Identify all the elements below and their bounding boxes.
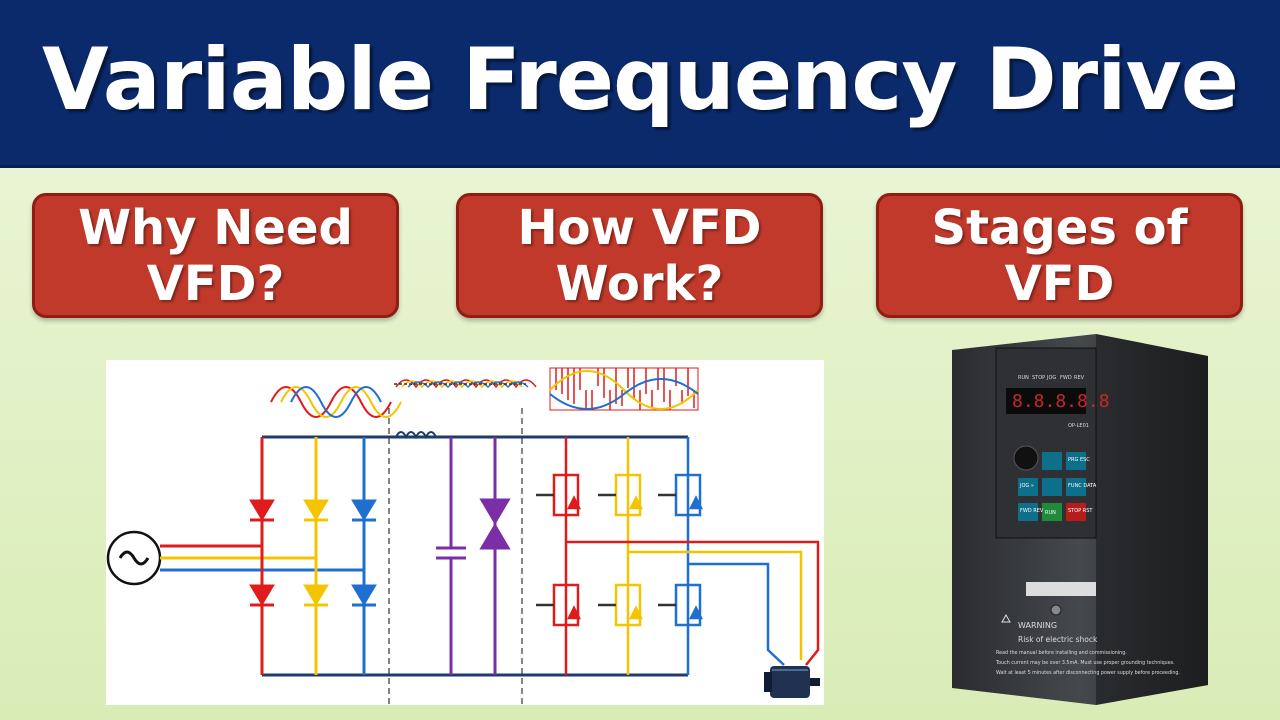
barcode-label [1026, 582, 1096, 596]
vfd-device-svg: 8.8.8.8.8 RUN STOP JOG FWD REV OP-LE01 P… [952, 334, 1208, 705]
warning-text: Risk of electric shock [1018, 635, 1098, 644]
vfd-device-image: 8.8.8.8.8 RUN STOP JOG FWD REV OP-LE01 P… [946, 330, 1216, 705]
pwm-waveform-icon [549, 367, 699, 411]
key-func-data[interactable]: FUNC DATA [1068, 483, 1097, 489]
circuit-svg [106, 367, 820, 705]
topic-label: How VFD Work? [517, 199, 762, 312]
led-display: 8.8.8.8.8 [1012, 391, 1110, 412]
indicator-run: RUN [1018, 375, 1029, 381]
key-stop-rst[interactable]: STOP RST [1068, 508, 1093, 514]
key-jog[interactable]: JOG » [1019, 483, 1034, 489]
key-fwd-rev[interactable]: FWD REV [1020, 508, 1044, 514]
warning-note: Wait at least 5 minutes after disconnect… [996, 670, 1180, 676]
indicator-stop: STOP [1032, 375, 1045, 381]
topic-label: Why Need VFD? [78, 199, 353, 312]
page-title: Variable Frequency Drive [41, 29, 1239, 130]
key-run[interactable]: RUN [1045, 510, 1056, 516]
topic-how-vfd-works[interactable]: How VFD Work? [456, 193, 823, 318]
indicator-fwd: FWD [1060, 375, 1072, 381]
warning-title: WARNING [1018, 621, 1057, 630]
indicator-jog: JOG [1046, 375, 1056, 381]
dc-link-stage [436, 437, 511, 675]
motor-icon [764, 666, 820, 698]
rectifier-stage [248, 437, 378, 675]
screw-icon [1050, 604, 1062, 616]
vfd-circuit-diagram [106, 360, 824, 705]
warning-note: Touch current may be over 3.5mA. Must us… [995, 660, 1175, 666]
key-prg-esc[interactable]: PRG ESC [1068, 457, 1090, 463]
inverter-stage [536, 437, 820, 675]
topic-label: Stages of VFD [931, 199, 1188, 312]
topic-why-need-vfd[interactable]: Why Need VFD? [32, 193, 399, 318]
indicator-rev: REV [1074, 375, 1085, 381]
dc-ripple-icon [394, 379, 537, 389]
warning-icon [1001, 613, 1011, 623]
keypad [1018, 452, 1086, 521]
speed-knob[interactable] [1013, 445, 1039, 471]
topic-stages-of-vfd[interactable]: Stages of VFD [876, 193, 1243, 318]
title-banner: Variable Frequency Drive [0, 0, 1280, 168]
model-label: OP-LE01 [1068, 423, 1089, 429]
ac-waveform-icon [270, 386, 402, 418]
warning-note: Read the manual before installing and co… [996, 650, 1127, 656]
